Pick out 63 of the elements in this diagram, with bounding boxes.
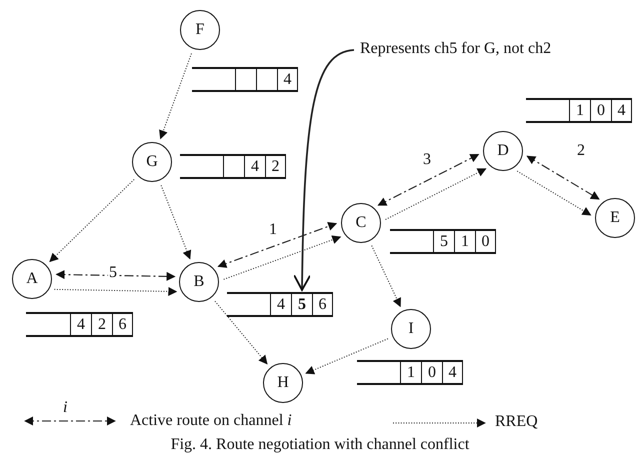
channel-number: 0: [482, 232, 490, 250]
rreq-arrow: [516, 170, 592, 216]
node-circle: [391, 309, 431, 349]
channel-number: 4: [284, 70, 292, 88]
channel-number: 2: [98, 316, 106, 334]
annotation-text: Represents ch5 for G, not ch2: [360, 41, 552, 57]
node-label: E: [610, 210, 620, 226]
rreq-arrow: [371, 245, 401, 308]
channel-number: 1: [576, 102, 584, 120]
channel-number: 0: [428, 364, 436, 382]
node-label: G: [146, 154, 158, 170]
channel-table: [357, 360, 463, 385]
channel-number: 0: [597, 102, 605, 120]
channel-number: 4: [618, 102, 626, 120]
node-label: H: [277, 375, 289, 391]
node-circle: [595, 198, 635, 238]
channel-number: 6: [318, 296, 326, 314]
channel-table: [192, 67, 298, 92]
node-circle: [263, 363, 303, 403]
channel-number: 5: [440, 232, 448, 250]
rreq-arrow: [54, 286, 178, 296]
channel-table: [180, 154, 286, 179]
node-circle: [132, 142, 172, 182]
channel-number: 6: [118, 316, 126, 334]
channel-number: 1: [407, 364, 415, 382]
rreq-arrow: [49, 178, 135, 262]
channel-table: [390, 229, 496, 254]
channel-index-label: i: [63, 400, 68, 416]
legend-text: RREQ: [495, 414, 538, 430]
node-label: D: [497, 143, 509, 159]
channel-number: 4: [77, 316, 85, 334]
node-label: C: [356, 215, 366, 231]
node-label: F: [196, 22, 204, 38]
route-arrow: [377, 154, 480, 206]
rreq-arrow: [305, 338, 388, 374]
rreq-arrow: [159, 53, 192, 140]
legend-text: Active route on channel i: [130, 413, 292, 429]
figure-caption: Fig. 4. Route negotiation with channel conflict: [170, 437, 470, 453]
rreq-arrow: [385, 168, 487, 220]
node-circle: [483, 131, 523, 171]
channel-number: 4: [251, 158, 259, 176]
rreq-arrow: [223, 235, 342, 280]
channel-table: [526, 98, 632, 123]
route-arrow: [526, 156, 600, 200]
route-arrow: [217, 222, 338, 268]
route-arrow: [56, 270, 176, 281]
rreq-arrow: [214, 300, 268, 364]
rreq-arrow: [160, 184, 192, 260]
node-label: B: [194, 274, 204, 290]
leader-line: [293, 49, 354, 291]
channel-number: 1: [461, 232, 469, 250]
channel-table: [227, 292, 333, 317]
channel-number: 4: [448, 364, 456, 382]
node-circle: [12, 259, 52, 299]
node-label: A: [26, 271, 38, 287]
node-circle: [179, 262, 219, 302]
channel-table: [26, 312, 133, 337]
channel-number: 4: [277, 296, 285, 314]
channel-number: 2: [272, 158, 280, 176]
node-circle: [180, 10, 220, 50]
node-label: I: [408, 321, 414, 337]
node-circle: [341, 203, 381, 243]
channel-number: 5: [298, 296, 306, 314]
